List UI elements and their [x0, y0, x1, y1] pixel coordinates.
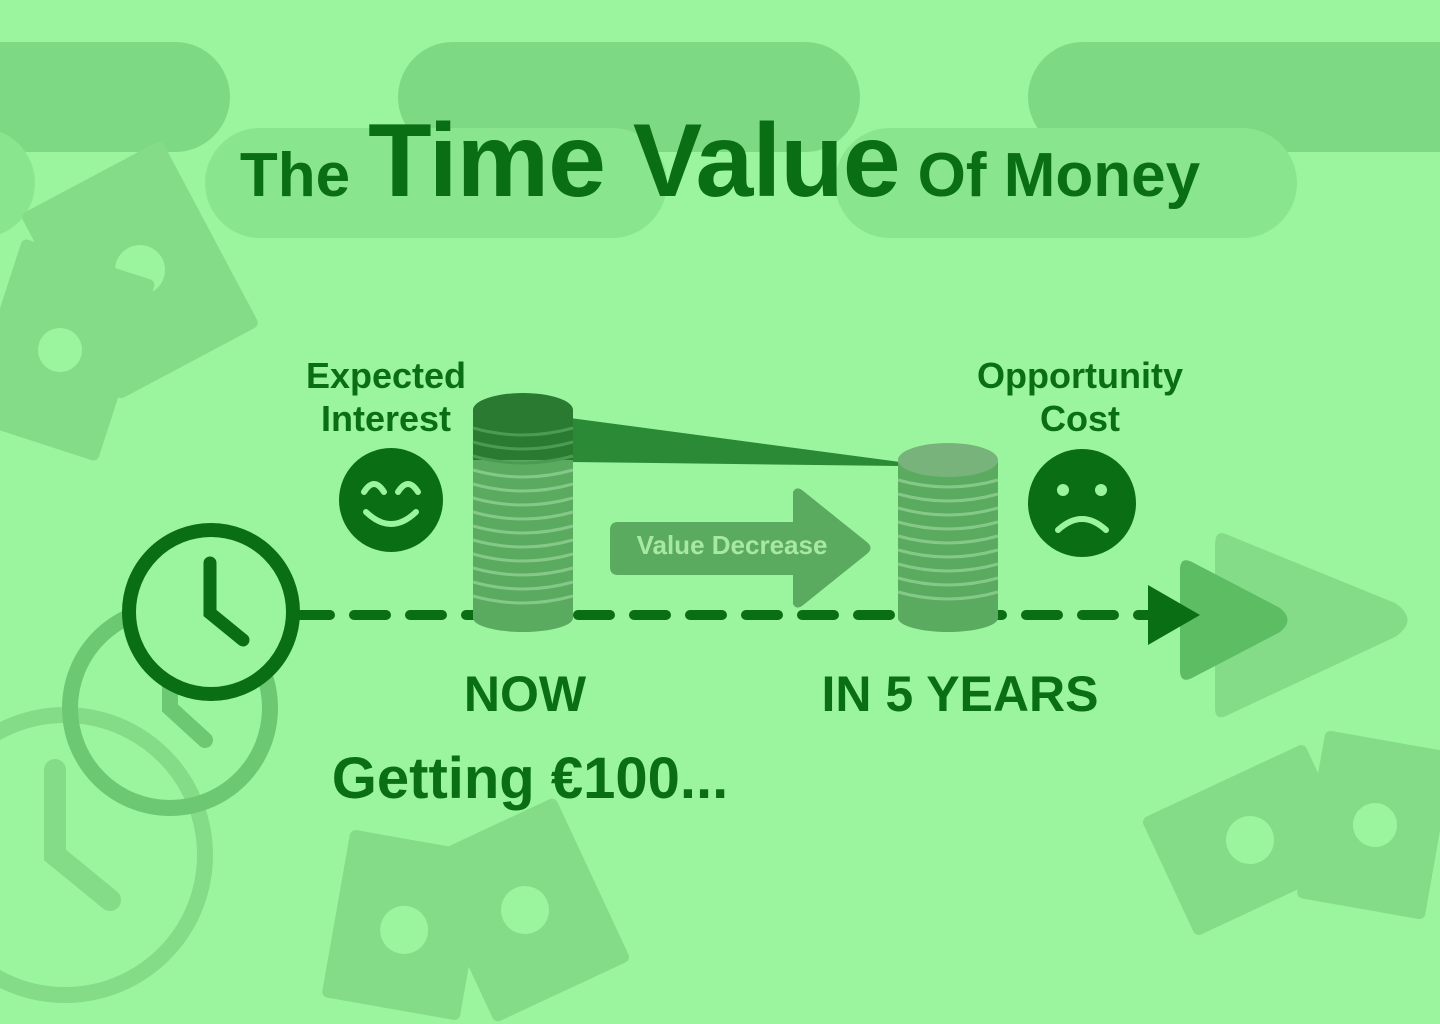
- expected-interest-label: Expected Interest: [305, 355, 467, 440]
- banknote-icon: [0, 141, 258, 461]
- background-pills: [0, 42, 1440, 238]
- value-decrease-label: Value Decrease: [636, 530, 828, 560]
- opportunity-cost-label: Opportunity Cost: [977, 355, 1183, 440]
- play-arrow-icon: [1180, 532, 1408, 718]
- value-connector: [570, 418, 900, 466]
- getting-amount-label: Getting €100...: [331, 746, 729, 811]
- title-part-the: The: [239, 141, 351, 210]
- banknote-icon: [322, 798, 630, 1022]
- clock-icon: [0, 707, 213, 1003]
- coin-stack-now: [472, 393, 574, 632]
- coin-stack-5-years: [897, 443, 999, 632]
- sad-face-icon: [1028, 449, 1136, 557]
- timeline: [293, 585, 1200, 645]
- banknote-icon: [1142, 730, 1440, 935]
- timeline-arrowhead: [1148, 585, 1200, 645]
- title-part-of-money: Of Money: [917, 141, 1201, 210]
- clock-icon: [122, 523, 300, 701]
- now-label: NOW: [463, 666, 587, 722]
- value-decrease-arrow: [610, 488, 871, 608]
- page-title: The Time Value Of Money: [0, 102, 1440, 219]
- smiling-face-icon: [339, 448, 443, 552]
- title-part-time-value: Time Value: [368, 103, 900, 219]
- in-5-years-label: IN 5 YEARS: [821, 666, 1099, 722]
